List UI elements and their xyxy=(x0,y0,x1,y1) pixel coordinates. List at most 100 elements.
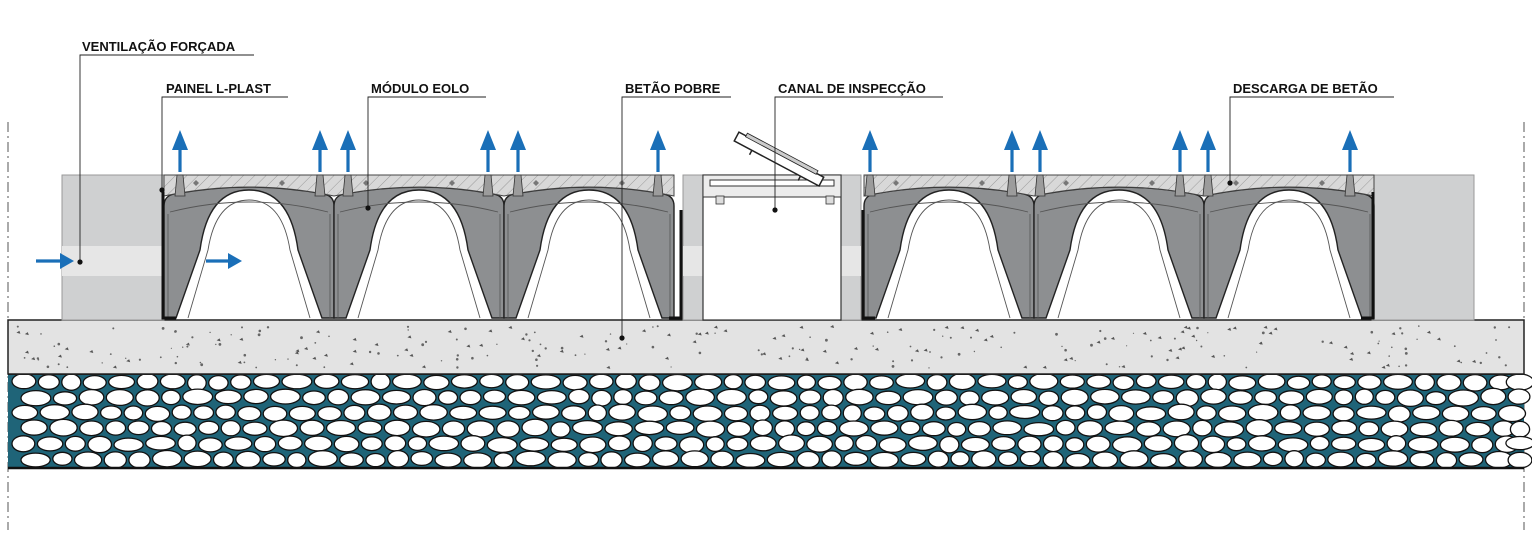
gravel-stone xyxy=(486,436,518,454)
up-arrow-icon xyxy=(480,130,496,197)
gravel-stone xyxy=(971,450,997,469)
gravel-stone xyxy=(521,418,550,437)
aggregate-speck xyxy=(16,330,21,334)
aggregate-speck xyxy=(1180,330,1185,334)
aggregate-speck xyxy=(1103,337,1107,340)
gravel-stone xyxy=(71,403,99,421)
aggregate-speck xyxy=(584,353,586,355)
rebar-mark xyxy=(363,180,369,186)
up-arrow-icon xyxy=(312,130,328,197)
gravel-stone xyxy=(654,436,678,452)
gravel-stone xyxy=(519,437,550,452)
gravel-stone xyxy=(550,421,571,438)
gravel-stone xyxy=(1017,435,1042,453)
gravel-stone xyxy=(1505,435,1532,451)
gravel-stone xyxy=(749,435,777,452)
gravel-stone xyxy=(531,404,560,420)
aggregate-speck xyxy=(16,325,19,328)
aggregate-speck xyxy=(1418,325,1420,327)
aggregate-speck xyxy=(1245,366,1248,369)
gravel-stone xyxy=(771,405,799,422)
aggregate-speck xyxy=(692,340,697,344)
gravel-stone xyxy=(87,435,113,454)
aggregate-speck xyxy=(421,365,426,369)
gravel-stone xyxy=(796,421,816,437)
aggregate-speck xyxy=(456,354,459,357)
rebar-mark xyxy=(893,180,899,186)
gravel-stone xyxy=(287,451,307,469)
panel-right xyxy=(1361,192,1375,320)
gravel-stone xyxy=(1407,436,1439,453)
rebar-mark xyxy=(1063,180,1069,186)
gravel-stone xyxy=(680,450,709,468)
aggregate-speck xyxy=(1150,355,1153,358)
aggregate-speck xyxy=(257,333,261,337)
aggregate-speck xyxy=(1000,346,1002,349)
aggregate-speck xyxy=(697,332,702,336)
gravel-stone xyxy=(1480,387,1507,406)
gravel-stone xyxy=(384,435,407,452)
gravel-stone xyxy=(182,388,214,406)
up-arrow-icon xyxy=(1200,130,1216,197)
gravel-stone xyxy=(171,404,192,420)
up-arrow-icon xyxy=(1342,130,1358,197)
gravel-stone xyxy=(1278,390,1305,406)
gravel-stone xyxy=(327,388,350,406)
aggregate-speck xyxy=(872,345,874,347)
gravel-stone xyxy=(1277,437,1309,453)
rebar-mark xyxy=(449,180,455,186)
aggregate-speck xyxy=(822,349,827,353)
l-plast-panels xyxy=(161,192,1375,320)
gravel-stone xyxy=(614,372,637,390)
aggregate-speck xyxy=(1366,351,1371,355)
eolo-module xyxy=(1203,186,1375,319)
aggregate-speck xyxy=(352,337,357,341)
aggregate-speck xyxy=(1099,329,1102,333)
gravel-stone xyxy=(588,373,614,390)
rebar-mark xyxy=(279,180,285,186)
aggregate-speck xyxy=(617,346,622,350)
gravel-stone xyxy=(798,389,822,405)
aggregate-speck xyxy=(1227,327,1232,331)
aggregate-speck xyxy=(266,326,270,329)
aggregate-speck xyxy=(1023,365,1028,369)
gravel-stone xyxy=(1157,374,1185,390)
gravel-stone xyxy=(591,389,613,407)
aggregate-speck xyxy=(1175,356,1180,360)
gravel-stone xyxy=(777,434,806,453)
gravel-stone xyxy=(434,452,462,468)
gravel-stone xyxy=(991,435,1017,452)
aggregate-speck xyxy=(1504,364,1507,367)
aggregate-speck xyxy=(255,366,258,369)
gravel-stone xyxy=(224,436,253,451)
gravel-stone xyxy=(1108,404,1135,422)
aggregate-speck xyxy=(1498,356,1501,359)
aggregate-speck xyxy=(258,329,262,333)
aggregate-speck xyxy=(559,349,564,353)
gravel-stone xyxy=(796,374,817,390)
gravel-stone xyxy=(834,435,854,452)
aggregate-speck xyxy=(666,333,671,337)
gravel-stone xyxy=(1382,373,1414,390)
gravel-stone xyxy=(1507,451,1532,469)
gravel-stone xyxy=(288,405,316,422)
gravel-stone xyxy=(838,420,869,437)
gravel-stone xyxy=(1086,374,1112,389)
gravel-stone xyxy=(214,389,242,405)
gravel-stone xyxy=(571,419,604,436)
aggregate-speck xyxy=(1370,330,1374,334)
aggregate-speck xyxy=(778,356,783,360)
aggregate-speck xyxy=(1479,361,1483,365)
aggregate-speck xyxy=(944,325,949,329)
gravel-stone xyxy=(64,435,86,452)
aggregate-speck xyxy=(975,328,979,332)
gravel-stone xyxy=(822,388,844,407)
gravel-stone xyxy=(212,451,234,468)
gravel-stone xyxy=(1112,374,1135,391)
gravel-stone xyxy=(365,452,386,468)
gravel-stone xyxy=(177,434,197,452)
gravel-stone xyxy=(303,435,333,452)
gravel-stone xyxy=(705,436,725,453)
gravel-stone xyxy=(536,389,567,405)
gravel-stone xyxy=(419,404,448,421)
